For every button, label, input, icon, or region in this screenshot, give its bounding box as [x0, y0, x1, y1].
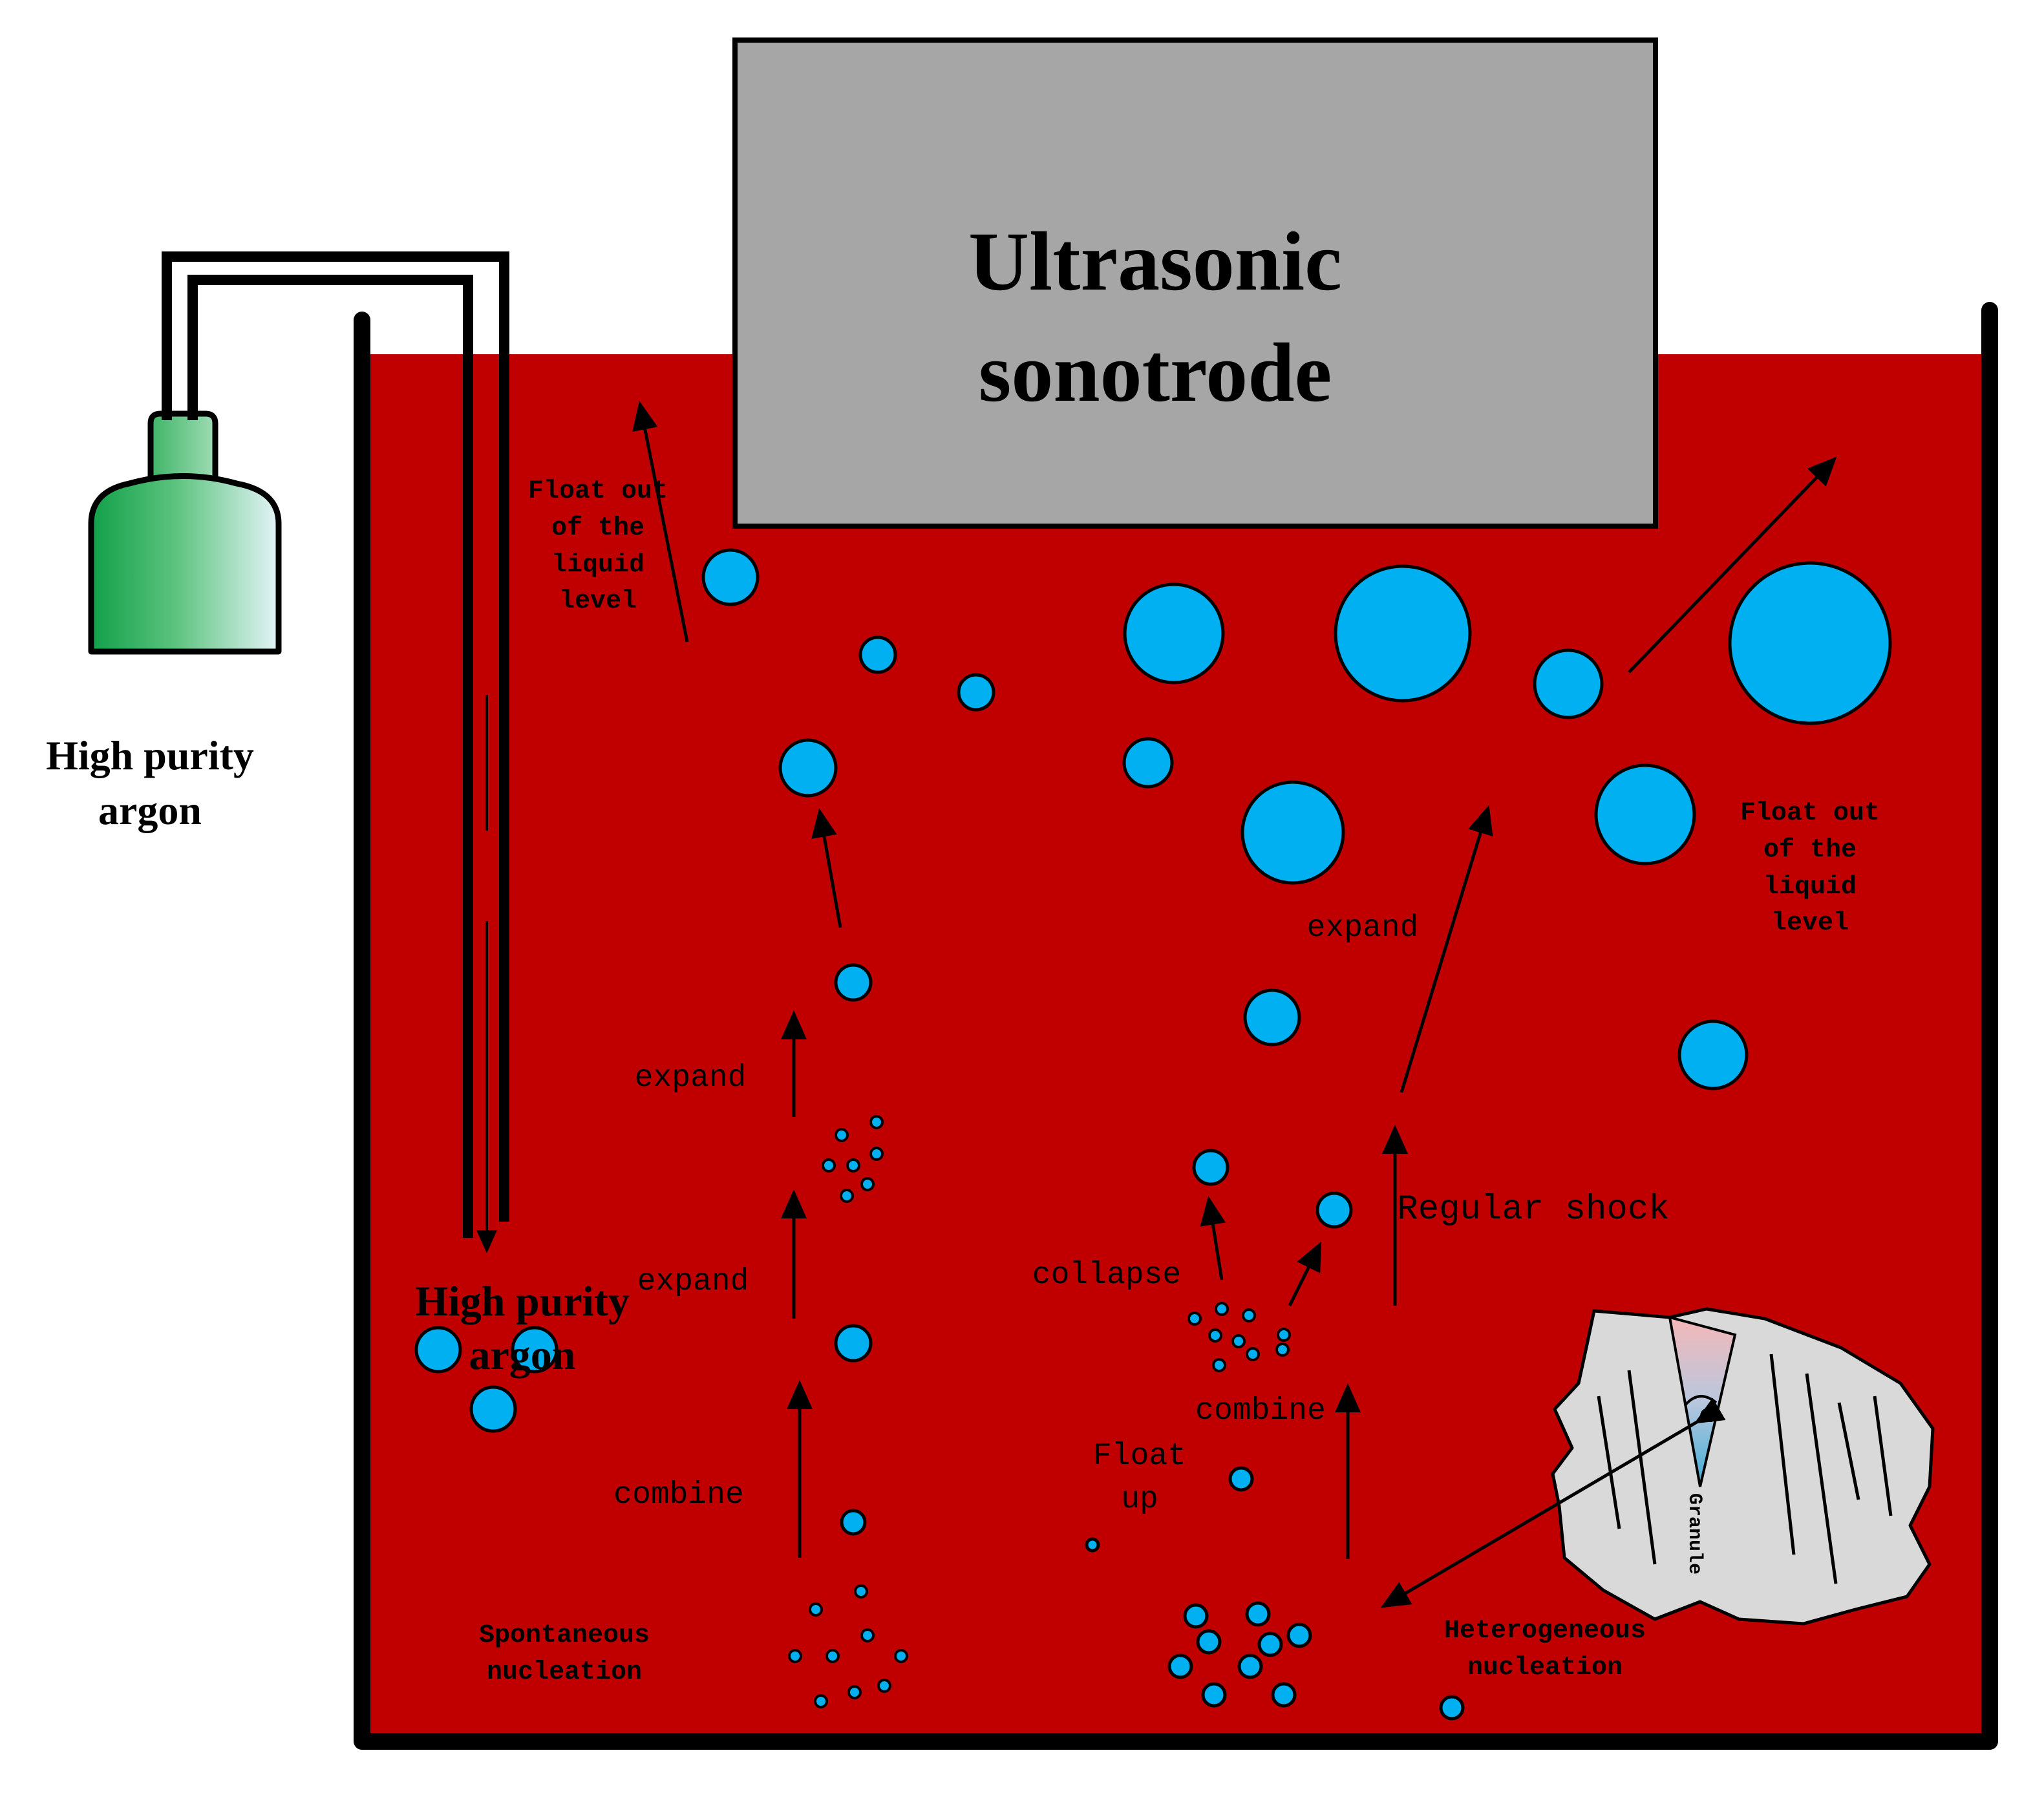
svg-text:of the: of the [551, 514, 644, 543]
bubble [469, 1385, 517, 1433]
gas-cylinder-icon [88, 410, 282, 655]
svg-text:Float out: Float out [1740, 799, 1880, 828]
bubble [1240, 780, 1345, 885]
collapse-label: collapse [1032, 1258, 1181, 1293]
bubble [1594, 763, 1696, 866]
bubble [1439, 1695, 1465, 1721]
bubble [840, 1509, 867, 1536]
process-arrows [632, 401, 1837, 1608]
combine-label-center: combine [1195, 1394, 1326, 1429]
arrow-float-out-left [632, 401, 689, 643]
arrow-expand-to-large [811, 808, 842, 928]
bubble [1728, 561, 1892, 725]
spontaneous-nucleation-label-line2: nucleation [487, 1658, 642, 1687]
argon-inlet-label-line2: argon [469, 1332, 576, 1379]
granule-label: Granule [1683, 1493, 1705, 1575]
sonotrode-label-line1: Ultrasonic [968, 215, 1342, 308]
bubble [778, 738, 838, 798]
expand-label-upper: expand [635, 1061, 747, 1096]
bubble [957, 673, 995, 712]
bubble [1533, 648, 1604, 719]
expand-label-lower: expand [637, 1264, 749, 1299]
arrow-collapse-right [1288, 1241, 1322, 1307]
float-up-label-line1: Float [1093, 1439, 1186, 1474]
bubble [1315, 1191, 1353, 1229]
bubble [511, 1326, 559, 1374]
combine-label-left: combine [613, 1478, 744, 1513]
float-up-label-line2: up [1121, 1482, 1158, 1517]
float-out-right-label: Float out of the liquid level [1740, 799, 1880, 938]
bubble [1334, 564, 1472, 703]
upper-bubbles [1085, 561, 1892, 1721]
left-small-bubble-cluster [822, 1115, 884, 1203]
bubble [858, 635, 897, 674]
bubble [1085, 1537, 1100, 1553]
regular-shock-label: Regular shock [1397, 1190, 1669, 1229]
argon-cylinder-label-line2: argon [98, 787, 202, 833]
bubble [414, 1326, 462, 1374]
svg-text:liquid: liquid [1763, 873, 1857, 902]
heterogeneous-nucleation-cluster [1167, 1601, 1312, 1708]
float-out-left-label: Float out of the liquid level [528, 477, 668, 616]
heterogeneous-nucleation-label-line2: nucleation [1467, 1653, 1623, 1683]
svg-text:level: level [1771, 909, 1849, 938]
svg-text:Float out: Float out [528, 477, 668, 506]
arrow-expand-right [1400, 805, 1493, 1093]
svg-text:liquid: liquid [551, 551, 644, 580]
angle-alpha-label: α [1699, 1397, 1714, 1429]
bubble [1243, 988, 1301, 1046]
bubble [834, 963, 873, 1002]
sonotrode-label-line2: sonotrode [979, 326, 1332, 420]
arrow-float-out-right [1628, 456, 1837, 674]
bubble [834, 1324, 873, 1363]
svg-text:level: level [559, 587, 637, 616]
arrow-collapse-left [1200, 1196, 1226, 1280]
bubble [1122, 737, 1174, 789]
ultrasonic-sonotrode: Ultrasonic sonotrode [732, 37, 1658, 529]
left-column-bubbles [701, 548, 995, 1536]
heterogeneous-nucleation-label-line1: Heterogeneous [1444, 1617, 1646, 1646]
argon-inlet-label-line1: High purity [415, 1278, 630, 1325]
crucible [354, 302, 1998, 1750]
inlet-bubbles [414, 1326, 559, 1433]
bubble [1677, 1019, 1749, 1090]
spontaneous-nucleation-cluster [788, 1584, 908, 1708]
argon-cylinder-label-line1: High purity [46, 732, 254, 778]
svg-text:of the: of the [1763, 836, 1857, 865]
collapse-bubble-cluster [1187, 1302, 1291, 1372]
spontaneous-nucleation-label-line1: Spontaneous [479, 1621, 650, 1650]
expand-label-right: expand [1307, 911, 1419, 946]
arrow-heterogeneous [1380, 1397, 1726, 1608]
bubble [1228, 1466, 1254, 1492]
bubble [701, 548, 760, 606]
bubble [1192, 1149, 1230, 1186]
bubble [1123, 582, 1225, 685]
argon-pipe [162, 251, 509, 1238]
